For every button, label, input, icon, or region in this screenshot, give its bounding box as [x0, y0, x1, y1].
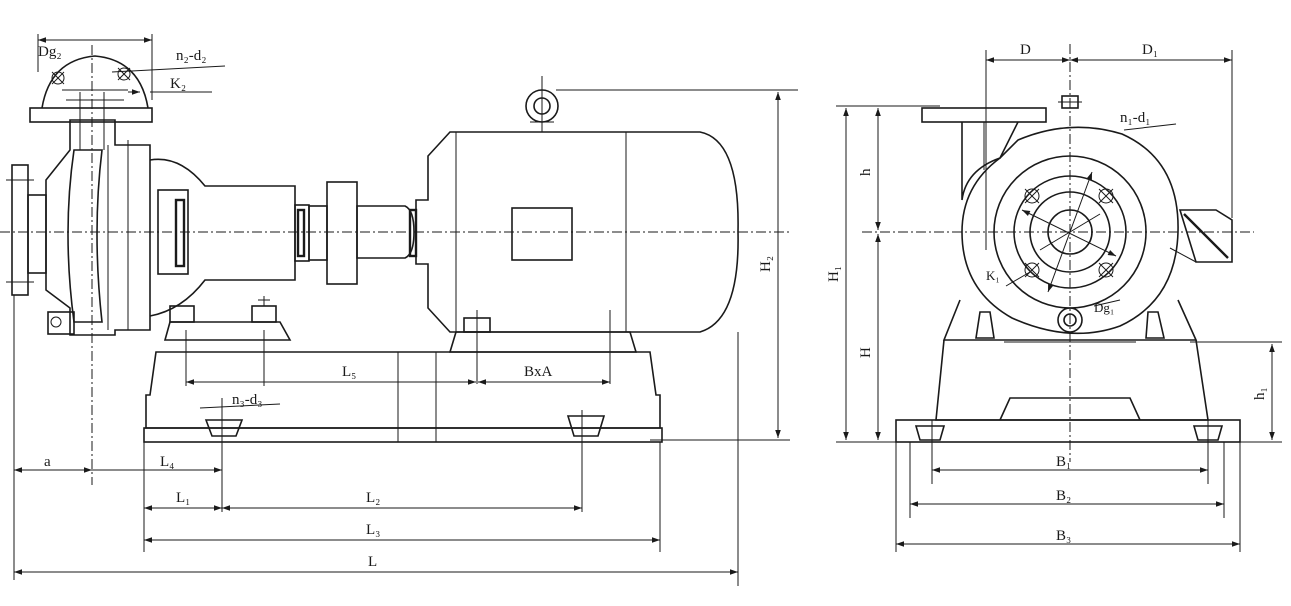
label-dg1: Dg₁ [1094, 300, 1114, 315]
label-l2: L₂ [366, 490, 380, 506]
side-view: Dg₂ n₂-d₂ K₂ H₂ L₅ BxA n₃-d₃ a L₄ L₁ L₂ … [0, 34, 798, 586]
front-discharge-flange [921, 107, 1047, 201]
label-l4: L₄ [160, 454, 174, 470]
label-bxa: BxA [524, 364, 553, 380]
label-b2: B₂ [1056, 488, 1071, 504]
label-d: D [1020, 42, 1031, 58]
label-b3: B₃ [1056, 528, 1071, 544]
motor [415, 76, 739, 384]
suction-flange [6, 164, 47, 296]
volute-outline [961, 126, 1179, 335]
label-l3: L₃ [366, 522, 380, 538]
label-k2: K₂ [170, 76, 186, 92]
pedestal [895, 299, 1241, 552]
label-h1-big: H₁ [826, 266, 842, 282]
label-n1-d1: n₁-d₁ [1120, 110, 1150, 126]
label-l: L [368, 554, 377, 570]
base-plate [143, 351, 663, 512]
label-h-big: H [858, 347, 874, 358]
label-l5: L₅ [342, 364, 356, 380]
bearing-housing [149, 158, 296, 341]
label-b1: B₁ [1056, 454, 1071, 470]
label-h1-small: h₁ [1252, 387, 1268, 400]
label-l1: L₁ [176, 490, 190, 506]
label-h-small: h [858, 168, 874, 176]
side-nozzle [1178, 209, 1233, 263]
front-view: D D₁ n₁-d₁ h H₁ H K₁ Dg₁ h₁ B₁ B₂ B₃ [826, 42, 1282, 552]
label-n2-d2: n₂-d₂ [176, 48, 206, 64]
label-d1: D₁ [1142, 42, 1158, 58]
discharge-flange [29, 45, 153, 485]
label-dg2: Dg₂ [38, 44, 62, 60]
label-n3-d3: n₃-d₃ [232, 392, 262, 408]
label-h2: H₂ [758, 256, 774, 272]
label-k1: K₁ [986, 268, 1000, 283]
pump-casing [45, 119, 151, 336]
suction-bolt-holes [1024, 188, 1114, 278]
label-a: a [44, 454, 51, 470]
coupling [294, 181, 418, 285]
